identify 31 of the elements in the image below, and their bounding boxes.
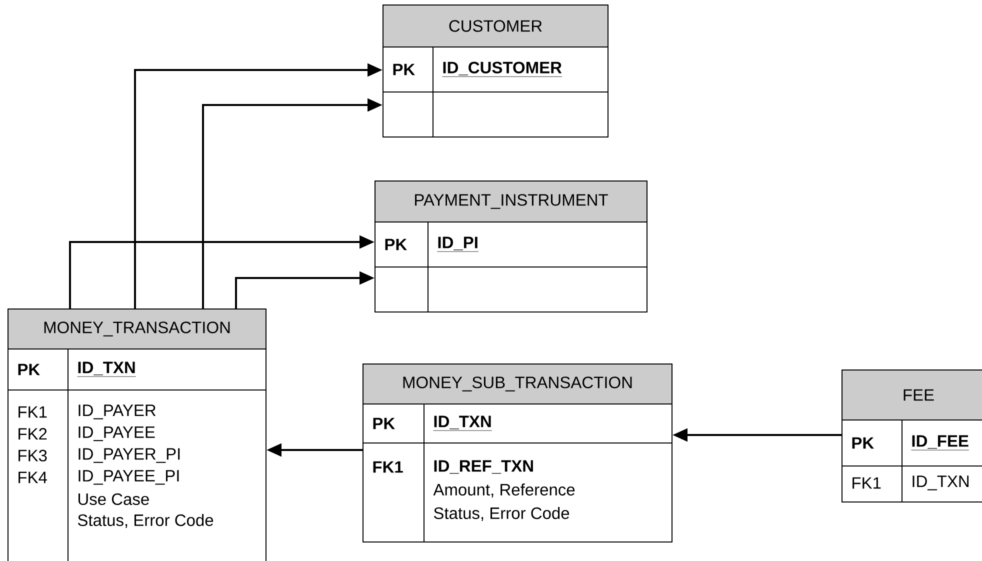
table-header: MONEY_SUB_TRANSACTION: [362, 364, 672, 404]
key-label: FK1: [852, 477, 881, 489]
column-name: ID_TXN: [77, 362, 136, 377]
column-name: Amount, Reference: [433, 483, 575, 498]
column-name: ID_PI: [437, 236, 479, 252]
key-label: FK1: [373, 461, 403, 473]
column-name: ID_FEE: [911, 435, 970, 450]
column-name: Status, Error Code: [78, 514, 214, 528]
key-label: PK: [373, 418, 395, 430]
column-name: ID_PAYER: [78, 404, 156, 420]
key-label: FK2: [18, 428, 47, 440]
table-header: MONEY_TRANSACTION: [8, 308, 266, 350]
column-name: ID_PAYER_PI: [78, 448, 180, 463]
column-name: ID_PAYEE: [78, 426, 155, 442]
column-name: Use Case: [78, 493, 149, 506]
key-label: FK1: [18, 406, 47, 418]
column-name: ID_REF_TXN: [434, 460, 533, 474]
key-label: PK: [18, 364, 40, 376]
key-label: PK: [393, 64, 415, 76]
table-header: CUSTOMER: [382, 4, 608, 48]
table-header: PAYMENT_INSTRUMENT: [374, 180, 648, 222]
key-label: FK4: [18, 472, 47, 484]
column-name: ID_CUSTOMER: [442, 62, 562, 77]
table-header: FEE: [842, 370, 982, 420]
column-name: ID_TXN: [912, 476, 969, 490]
key-label: PK: [385, 238, 407, 250]
column-name: ID_TXN: [433, 416, 492, 431]
column-name: ID_PAYEE_PI: [78, 470, 179, 485]
key-label: FK3: [18, 450, 47, 462]
key-label: PK: [852, 437, 874, 449]
column-name: Status, Error Code: [434, 506, 570, 522]
